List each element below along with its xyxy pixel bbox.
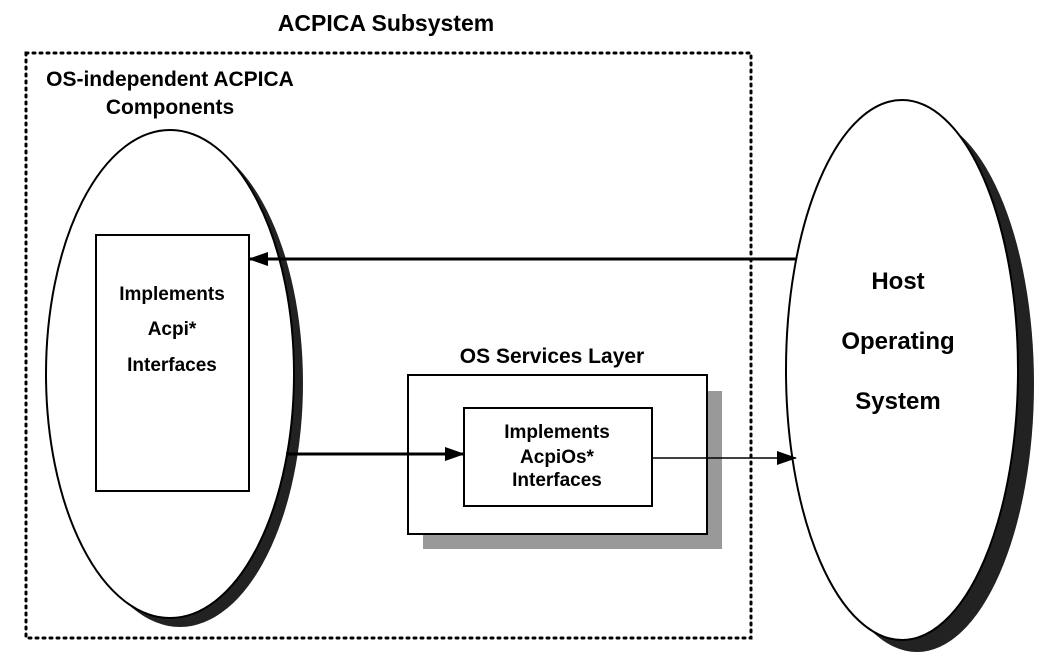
acpi-box-line2: Acpi*: [148, 319, 197, 340]
components-title-line2: Components: [106, 96, 234, 119]
acpi-box-line3: Interfaces: [127, 355, 217, 376]
host-line2: Operating: [841, 328, 954, 355]
acpios-box-line2: AcpiOs*: [520, 447, 595, 468]
host-line3: System: [855, 388, 940, 415]
host-ellipse: [785, 99, 1019, 641]
acpi-interfaces-box: [95, 234, 250, 492]
components-title-line1: OS-independent ACPICA: [46, 68, 294, 91]
acpios-box-line1: Implements: [504, 422, 610, 443]
os-services-title: OS Services Layer: [460, 345, 644, 368]
subsystem-boundary: [24, 51, 753, 640]
acpios-interfaces-box: [463, 407, 653, 507]
subsystem-title: ACPICA Subsystem: [278, 10, 494, 36]
acpi-box-line1: Implements: [119, 284, 225, 305]
acpios-box-line3: Interfaces: [512, 470, 602, 491]
host-line1: Host: [871, 268, 924, 295]
